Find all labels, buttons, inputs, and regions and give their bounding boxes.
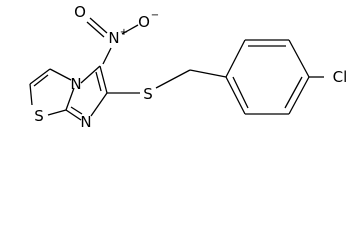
bond-ch2-ring	[189, 69, 227, 78]
bond-ring-6-inner	[232, 76, 249, 109]
bond-c5-n-bridge	[80, 65, 101, 84]
imidazole-ring	[65, 65, 108, 121]
bond-s-c7a	[47, 109, 67, 116]
bond-ring-6	[225, 76, 246, 115]
bond-ring-4	[288, 76, 310, 115]
atom-nitro-o-right: O	[138, 13, 150, 31]
bond-n-o	[121, 24, 139, 35]
thiazole-ring: N N S	[29, 68, 92, 131]
bond-ring-3	[288, 39, 310, 78]
bond-n-lower-c7a-inner	[70, 106, 83, 115]
bond-c2-s	[29, 83, 33, 106]
nitro-group: O O − N +	[74, 3, 159, 65]
chlorophenyl-ring: Cl	[225, 39, 348, 115]
bond-o-n-double	[89, 17, 108, 34]
bond-ring-4-inner	[284, 76, 303, 109]
bond-c5-c6-inner	[95, 71, 102, 92]
structural-formula: O O − N + N N S S	[29, 3, 348, 131]
bond-c7a-n-bridge	[65, 87, 75, 111]
bond-c5-c6	[99, 65, 108, 94]
atom-nitro-n: N	[108, 29, 119, 47]
bond-n-lower-c7a	[65, 109, 82, 121]
bond-c3-c2-inner	[33, 74, 49, 87]
bond-n-bridge-c3	[49, 68, 72, 81]
thioether-linker: S	[107, 69, 227, 103]
bond-o-n-double-inner	[86, 21, 105, 38]
atom-nitro-o-left: O	[74, 3, 86, 21]
bond-c6-n-lower	[90, 92, 108, 117]
bond-c3-c2	[29, 68, 51, 85]
atom-ring-n-bridgehead: N	[70, 75, 81, 93]
atom-ring-s: S	[34, 107, 44, 125]
charge-minus: −	[151, 10, 159, 21]
atom-chlorine: Cl	[333, 68, 348, 86]
bond-c-n-nitro	[102, 47, 112, 65]
bond-s-ch2	[155, 69, 191, 89]
atom-thioether-s: S	[143, 85, 153, 103]
bond-ring-1	[225, 39, 246, 78]
charge-plus: +	[120, 27, 128, 38]
atom-ring-n-lower: N	[80, 113, 91, 131]
